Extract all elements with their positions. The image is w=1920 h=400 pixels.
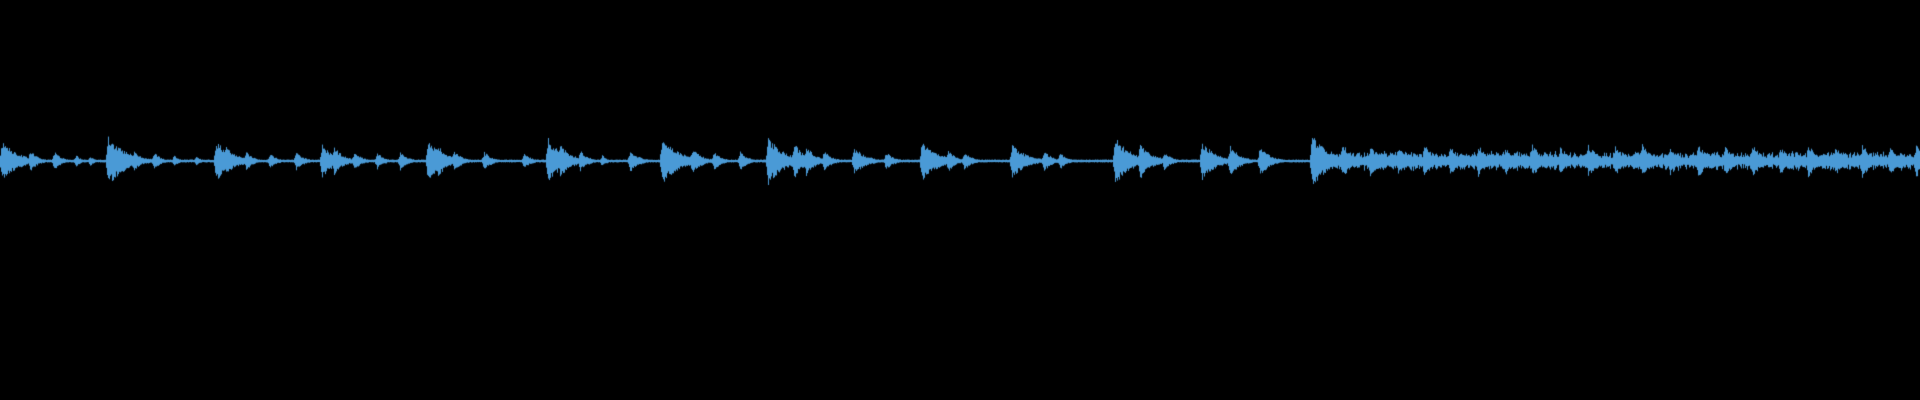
- waveform-canvas[interactable]: [0, 0, 1920, 400]
- waveform-display[interactable]: [0, 0, 1920, 400]
